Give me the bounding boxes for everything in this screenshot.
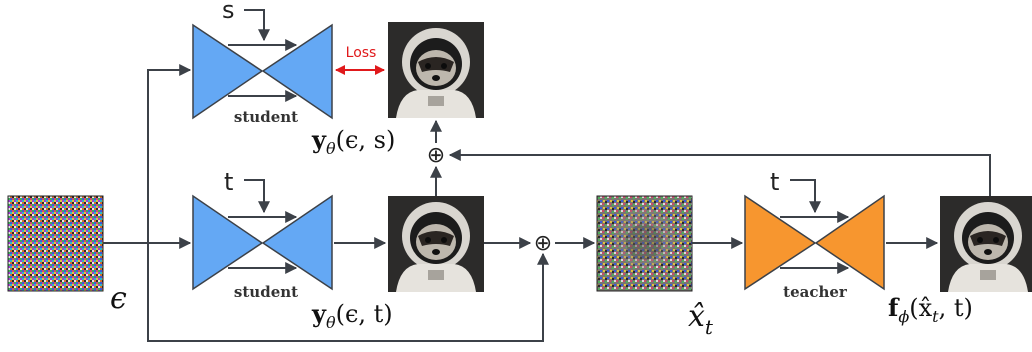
- noise-image: [7, 195, 104, 292]
- f-phi-args-sub: t: [932, 307, 939, 326]
- sum-symbol-bottom: ⊕: [534, 231, 552, 256]
- xhat-main: x̂: [688, 299, 705, 334]
- sum-symbol-top: ⊕: [427, 143, 445, 168]
- y-theta-t-args: (ϵ, t): [336, 300, 393, 328]
- loss-label: Loss: [346, 45, 377, 61]
- xhat-label: x̂t: [688, 299, 714, 339]
- f-phi-label: fϕ(x̂t, t): [888, 293, 973, 326]
- raccoon-astronaut-image-top: [388, 22, 484, 118]
- raccoon-astronaut-image-teacher: [940, 196, 1032, 292]
- y-theta-t-main: y: [311, 299, 327, 328]
- y-theta-s-args: (ϵ, s): [336, 126, 396, 154]
- teacher-node: [744, 194, 885, 291]
- student-top-node: [192, 23, 333, 120]
- f-phi-args-end: , t): [939, 294, 973, 322]
- f-phi-args: (x̂: [909, 294, 932, 322]
- y-theta-s-sub: θ: [326, 139, 336, 158]
- student-bottom-label: student: [234, 283, 298, 301]
- t-input-teacher-label: t: [770, 168, 779, 196]
- teacher-label: teacher: [783, 283, 848, 301]
- y-theta-t-sub: θ: [326, 313, 336, 332]
- noise-epsilon-label: ϵ: [110, 281, 127, 316]
- s-input-label: s: [222, 0, 235, 24]
- f-phi-sub: ϕ: [898, 307, 909, 326]
- y-theta-t-label: yθ(ϵ, t): [311, 299, 393, 332]
- noisy-raccoon-image: [596, 195, 693, 292]
- xhat-sub: t: [705, 315, 714, 339]
- f-phi-main: f: [888, 293, 900, 322]
- y-theta-s-label: yθ(ϵ, s): [311, 125, 395, 158]
- student-top-label: student: [234, 108, 298, 126]
- student-bottom-node: [192, 194, 333, 291]
- y-theta-s-main: y: [311, 125, 327, 154]
- t-input-student-label: t: [224, 168, 233, 196]
- raccoon-astronaut-image-mid: [388, 196, 484, 292]
